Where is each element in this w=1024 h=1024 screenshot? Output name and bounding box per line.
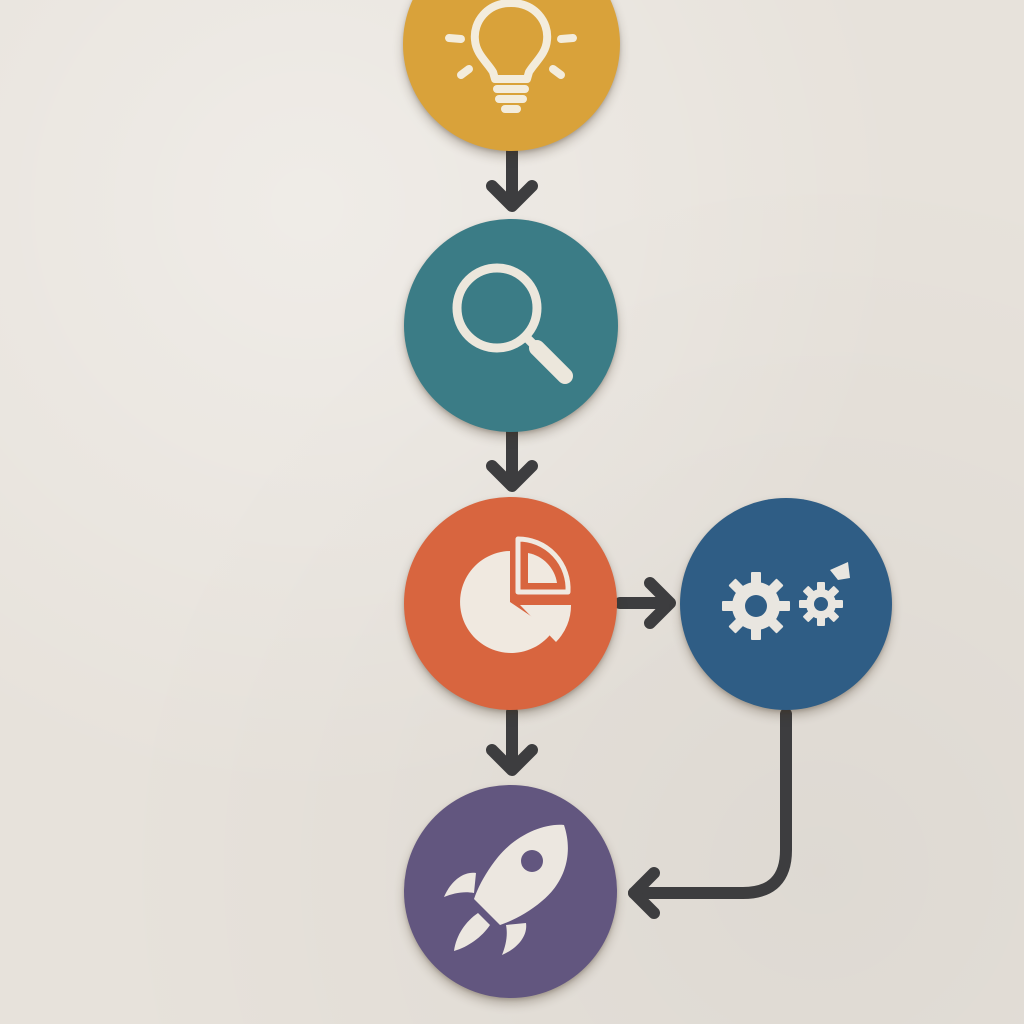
arrow-research-to-analysis xyxy=(486,426,538,492)
rocket-icon xyxy=(444,824,568,955)
node-process xyxy=(680,498,892,710)
node-launch xyxy=(404,785,617,998)
arrow-process-to-launch xyxy=(628,708,792,919)
node-research xyxy=(404,219,618,432)
arrow-analysis-to-process xyxy=(614,577,676,629)
magnifying-glass-icon xyxy=(452,263,573,384)
lightbulb-icon xyxy=(445,0,577,113)
pie-chart-icon xyxy=(460,536,572,653)
arrow-analysis-to-launch xyxy=(486,706,538,776)
node-idea xyxy=(403,0,620,151)
node-analysis xyxy=(404,497,617,710)
arrow-idea-to-research xyxy=(486,146,538,212)
gears-icon xyxy=(722,562,850,640)
